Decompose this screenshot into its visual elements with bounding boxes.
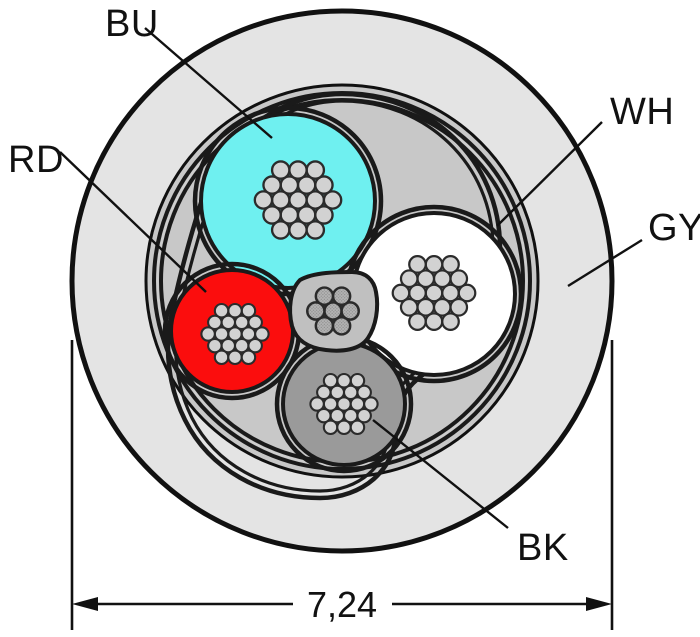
leader-rd (59, 151, 207, 293)
central-filler-group (288, 269, 380, 353)
conductor-rd-group (162, 261, 302, 401)
leader-lines (59, 27, 643, 529)
dimension-group (70, 340, 614, 630)
leader-wh (496, 121, 603, 227)
label-wh: WH (610, 91, 674, 133)
conductor-bk-group (274, 334, 414, 474)
central-filler-strands (306, 286, 360, 336)
conductor-wh-group (344, 204, 524, 384)
leader-gy (567, 238, 643, 288)
leader-bu (144, 27, 273, 139)
leader-bk (372, 419, 509, 529)
dimension-arrow-right (586, 597, 612, 611)
label-bu: BU (105, 3, 159, 45)
dimension-value: 7,24 (307, 584, 377, 625)
label-gy: GY (648, 207, 700, 249)
label-rd: RD (8, 139, 64, 181)
dimension-arrow-left (72, 597, 98, 611)
label-bk: BK (517, 527, 569, 569)
